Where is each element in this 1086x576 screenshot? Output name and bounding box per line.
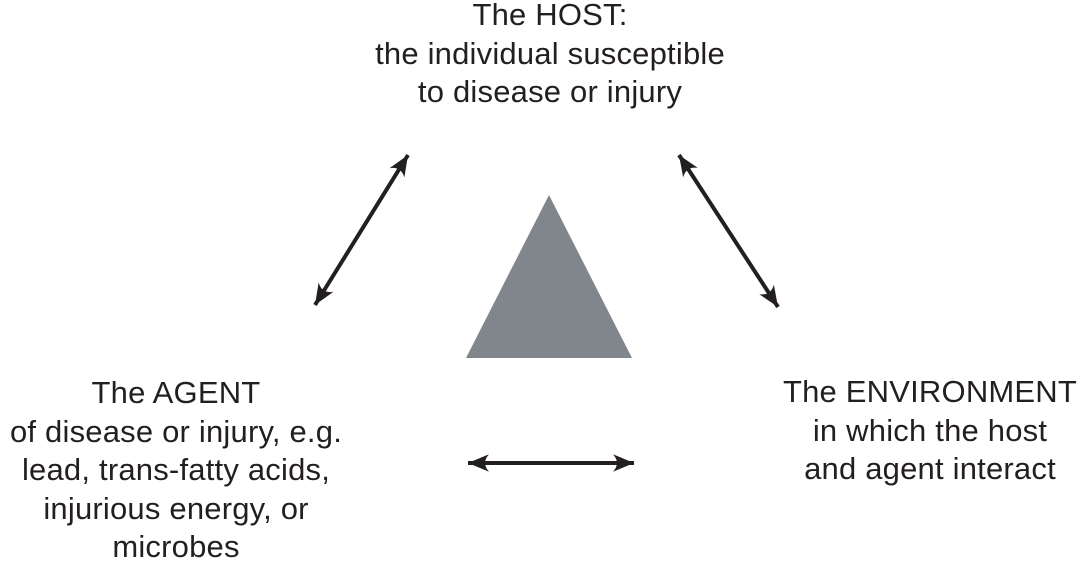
host-label-line-2: the individual susceptible: [375, 35, 725, 71]
agent-label-line-3: lead, trans-fatty acids,: [21, 452, 331, 487]
agent-label: The AGENT of disease or injury, e.g. lea…: [0, 374, 352, 567]
environment-label-line-1: The ENVIRONMENT: [782, 374, 1078, 409]
agent-label-line-1: The AGENT: [91, 375, 261, 410]
environment-label-line-2: in which the host: [812, 412, 1048, 448]
host-environment-arrow: [677, 153, 780, 309]
host-label-line-1: The HOST:: [472, 0, 628, 32]
host-label-line-3: to disease or injury: [417, 74, 683, 109]
agent-label-line-5: microbes: [112, 529, 240, 564]
agent-label-line-2: of disease or injury, e.g.: [9, 413, 343, 449]
agent-label-line-4: injurious energy, or: [43, 490, 309, 526]
host-agent-arrow: [313, 153, 410, 307]
environment-label-line-3: and agent interact: [804, 451, 1056, 486]
environment-label: The ENVIRONMENT in which the host and ag…: [750, 373, 1086, 489]
triangle-shape: [466, 195, 632, 358]
host-label: The HOST: the individual susceptible to …: [300, 0, 800, 112]
